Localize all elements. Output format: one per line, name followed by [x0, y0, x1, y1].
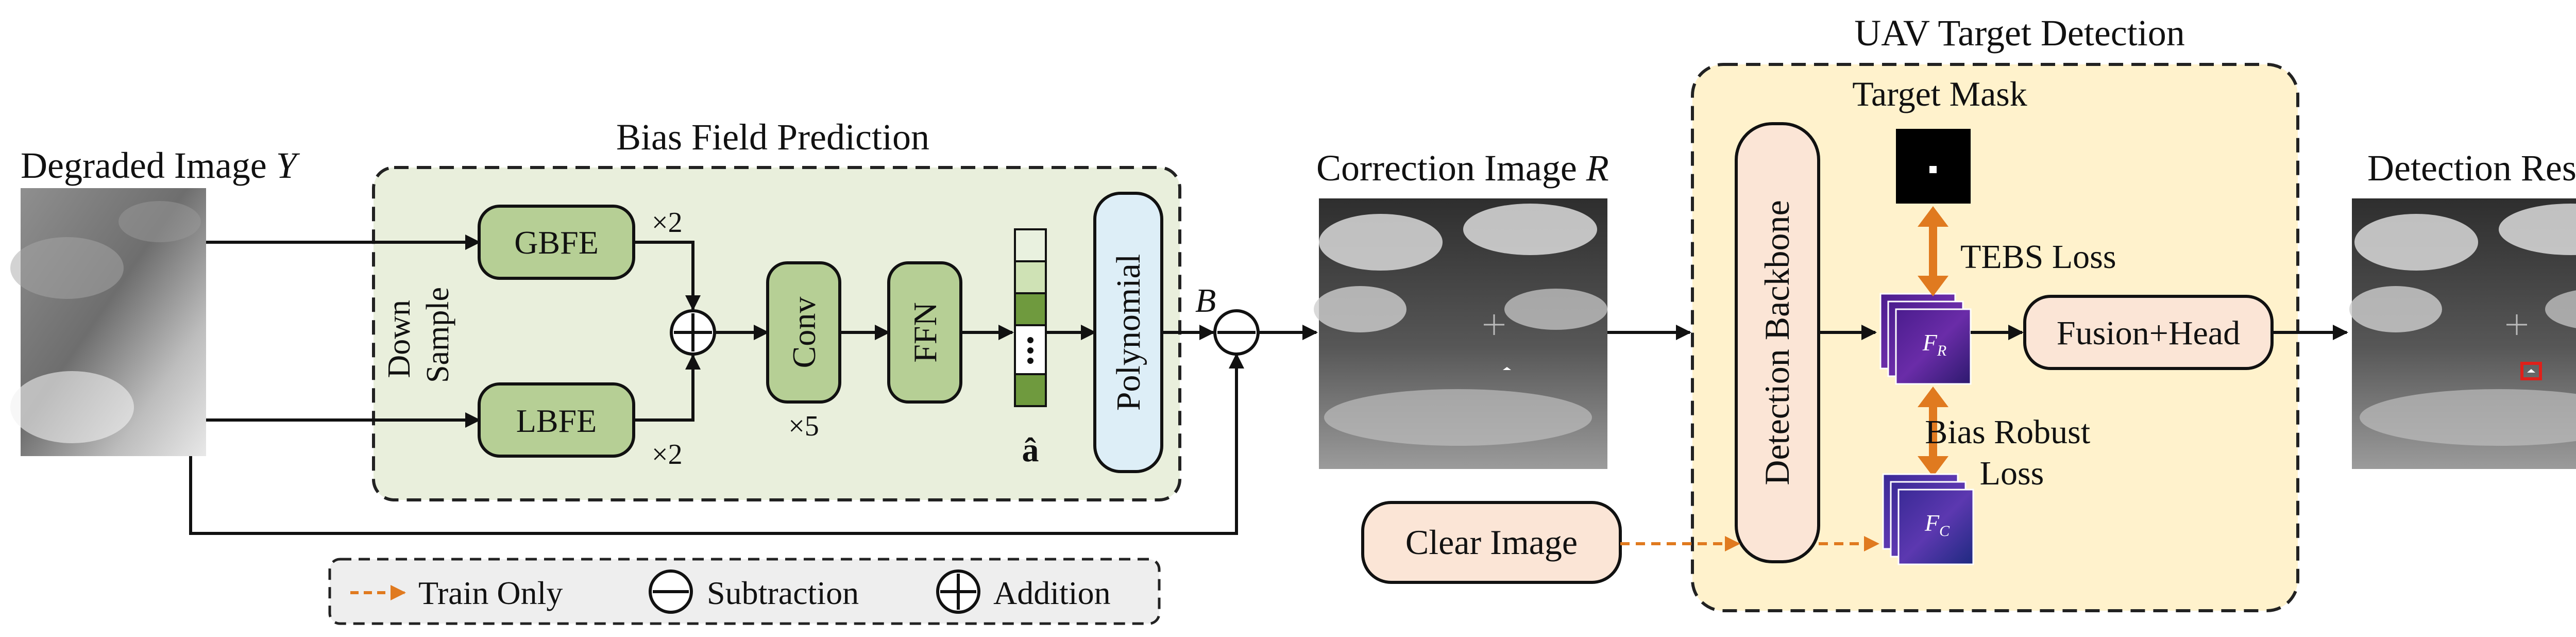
- gbfe-repeat-label: ×2: [652, 207, 683, 239]
- ffn-block: FFN: [887, 261, 962, 404]
- subtraction-node: [1213, 309, 1260, 356]
- detection-backbone-label: Detection Backbone: [1757, 200, 1797, 485]
- lbfe-repeat-label: ×2: [652, 439, 683, 471]
- correction-image-title: Correction Image R: [1316, 147, 1609, 189]
- legend: Train Only Subtraction Addition: [328, 558, 1161, 625]
- conv-block: Conv: [766, 261, 841, 404]
- fusion-head-block: Fusion+Head: [2023, 295, 2274, 370]
- coefficient-label: â: [1022, 431, 1039, 469]
- conv-label: Conv: [786, 297, 822, 368]
- coefficient-vector: [1014, 228, 1047, 407]
- uav-target-detection-title: UAV Target Detection: [1854, 12, 2185, 54]
- lbfe-block: LBFE: [478, 382, 635, 458]
- legend-addition-label: Addition: [993, 575, 1111, 611]
- detection-bounding-box: [2520, 362, 2542, 380]
- feature-map-c: FC: [1882, 473, 1974, 565]
- gbfe-block: GBFE: [478, 205, 635, 280]
- detection-result-title: Detection Result: [2367, 147, 2576, 189]
- bias-robust-loss-double-arrow: [1918, 387, 1948, 477]
- lbfe-to-add-arrow: [634, 354, 701, 422]
- degraded-image-title: Degraded Image Y: [21, 145, 300, 186]
- target-mask: [1896, 129, 1971, 204]
- addition-node: [670, 309, 716, 356]
- gbfe-to-add-arrow: [634, 241, 701, 311]
- gbfe-label: GBFE: [514, 224, 599, 261]
- uav-target-detection-panel: [1691, 63, 2299, 612]
- polynomial-block: Polynomial: [1093, 192, 1163, 473]
- feature-r-label: FR: [1922, 329, 1946, 359]
- correction-image: [1314, 198, 1607, 469]
- legend-addition-icon: [936, 569, 980, 614]
- target-mask-title: Target Mask: [1852, 74, 2027, 113]
- tebs-loss-label: TEBS Loss: [1960, 238, 2116, 276]
- conv-repeat-label: ×5: [788, 410, 819, 442]
- detection-result-image: [2349, 198, 2576, 469]
- clear-image-block: Clear Image: [1361, 501, 1622, 584]
- lbfe-label: LBFE: [516, 403, 597, 439]
- feature-c-label: FC: [1924, 510, 1950, 540]
- feature-map-r: FR: [1879, 293, 1972, 385]
- ffn-label: FFN: [907, 302, 943, 362]
- legend-subtraction-icon: [649, 569, 693, 614]
- bias-field-prediction-title: Bias Field Prediction: [616, 116, 929, 158]
- detection-backbone-block: Detection Backbone: [1735, 122, 1820, 563]
- bias-field-symbol: B: [1195, 282, 1216, 320]
- degraded-image: [10, 188, 206, 456]
- legend-train-only-label: Train Only: [418, 575, 563, 611]
- tebs-loss-double-arrow: [1918, 206, 1948, 296]
- legend-subtraction-label: Subtraction: [707, 575, 859, 611]
- fusion-head-label: Fusion+Head: [2057, 314, 2240, 352]
- degraded-skip-connection-arrow: [189, 353, 1244, 535]
- clear-image-label: Clear Image: [1405, 523, 1578, 562]
- down-sample-label: Down Sample: [382, 287, 455, 383]
- bias-robust-loss-label: Bias Robust Loss: [1925, 413, 2098, 492]
- polynomial-label: Polynomial: [1110, 254, 1147, 411]
